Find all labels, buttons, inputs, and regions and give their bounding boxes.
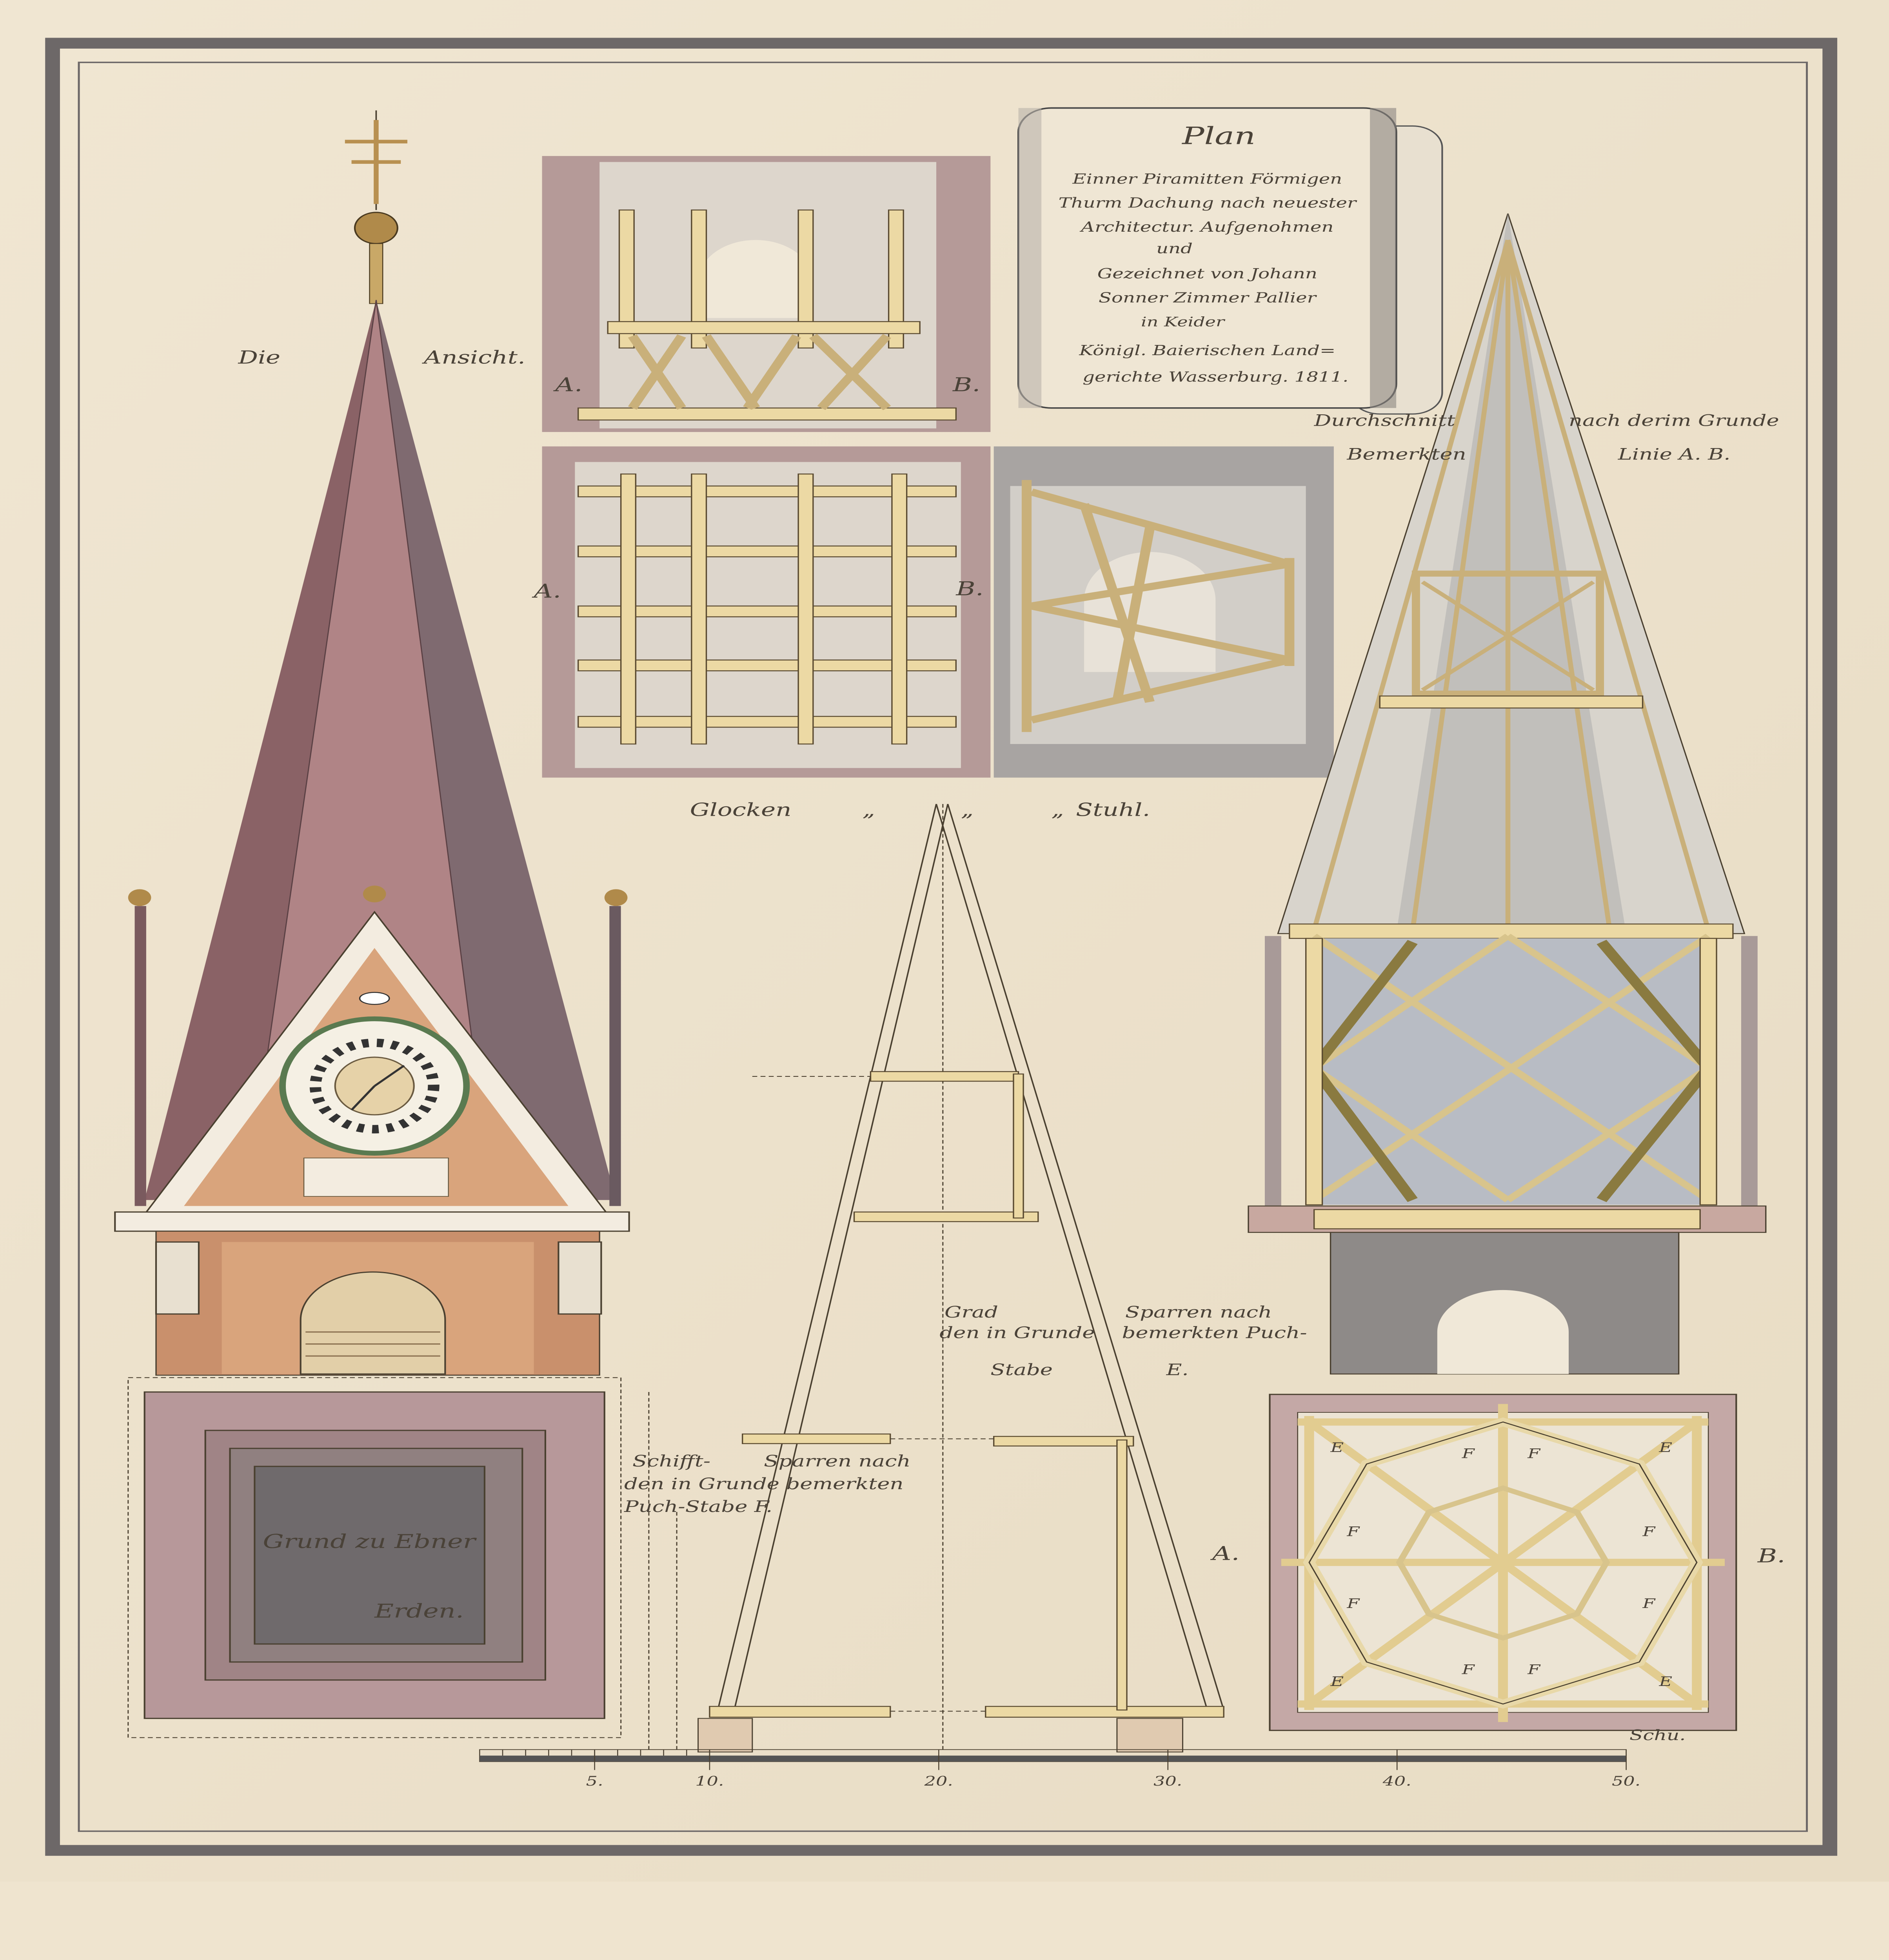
roof-framing-plan: F F F F F F F F E E E E — [1269, 1394, 1737, 1731]
ansicht-label-2: Ansicht. — [421, 347, 525, 368]
tower-section — [1248, 213, 1767, 1375]
cartouche-line: Architectur. Aufgenohmen — [1079, 219, 1334, 235]
letter-f: F — [1642, 1596, 1656, 1611]
rafter-section — [648, 804, 1225, 1753]
roof-face-center — [246, 300, 493, 1200]
bell-frame-plan — [542, 446, 991, 778]
letter-e: E — [1658, 1674, 1672, 1689]
scale-unit: Schu. — [1629, 1727, 1686, 1744]
cartouche-line: und — [1156, 240, 1193, 256]
label-a-mid: A. — [532, 580, 561, 602]
letter-f: F — [1462, 1662, 1475, 1677]
cross-icon — [345, 120, 408, 204]
clock-face — [279, 1016, 470, 1156]
orb-finial — [354, 212, 398, 244]
label-b-top: B. — [952, 374, 981, 396]
grad-label: Sparren nach — [1125, 1303, 1272, 1321]
durchschnitt-label: nach derim Grunde — [1569, 412, 1779, 430]
letter-e: E — [1330, 1440, 1344, 1455]
arch-opening — [1437, 1290, 1569, 1374]
ditto-mark: „ — [961, 799, 974, 820]
letter-f: F — [1527, 1662, 1541, 1677]
louvre-window — [300, 1271, 446, 1375]
ansicht-label-1: Die — [238, 347, 280, 368]
ditto-mark: „ — [863, 799, 875, 820]
cartouche-line: Thurm Dachung nach neuester — [1059, 195, 1358, 211]
ditto-mark: „ — [1051, 799, 1064, 820]
scale-tick-label: 5. — [586, 1773, 603, 1789]
schifft-label: den in Grunde bemerkten — [624, 1475, 903, 1493]
letter-f: F — [1346, 1596, 1360, 1611]
stuhl-label: Stuhl. — [1076, 799, 1150, 820]
durchschnitt-label: Durchschnitt — [1314, 412, 1456, 430]
label-a-plan: A. — [1210, 1543, 1239, 1565]
ground-plan: Grund zu Ebner Erden. — [127, 1377, 622, 1738]
schifft-label: Puch-Stabe F. — [624, 1498, 772, 1516]
label-a-top: A. — [553, 374, 582, 396]
durchschnitt-label: Bemerkten — [1346, 446, 1466, 464]
durchschnitt-label: Linie A. B. — [1618, 446, 1731, 464]
schifft-label: Sparren nach — [764, 1452, 910, 1470]
title-cartouche: Plan Einner Piramitten Förmigen Thurm Da… — [1017, 107, 1443, 415]
letter-f: F — [1346, 1524, 1360, 1539]
cartouche-line: Königl. Baierischen Land= — [1079, 343, 1335, 359]
scale-tick-label: 30. — [1153, 1773, 1182, 1789]
cartouche-line: Einner Piramitten Förmigen — [1072, 171, 1342, 187]
grad-label: Grad — [944, 1303, 998, 1321]
scale-tick-label: 40. — [1382, 1773, 1411, 1789]
grad-label: den in Grunde — [939, 1324, 1095, 1342]
tower-elevation — [114, 110, 630, 1376]
cartouche-line: Sonner Zimmer Pallier — [1099, 290, 1317, 306]
glocken-label: Glocken — [690, 799, 792, 820]
letter-e: E — [1330, 1674, 1344, 1689]
letter-e: E — [1658, 1440, 1672, 1455]
scale-bar: Schu. 5. 10. 20. 30. 40. 50. — [479, 1727, 1686, 1789]
label-b-plan: B. — [1757, 1545, 1785, 1567]
label-b-mid: B. — [955, 577, 984, 600]
ground-plan-label-2: Erden. — [374, 1600, 464, 1622]
cartouche-line: Gezeichnet von Johann — [1097, 266, 1317, 282]
border-frame — [45, 38, 1838, 1856]
letter-f: F — [1462, 1446, 1475, 1461]
letter-f: F — [1527, 1446, 1541, 1461]
cartouche-line: gerichte Wasserburg. 1811. — [1083, 369, 1348, 385]
grad-label: Stabe — [990, 1361, 1053, 1379]
bell-frame-side — [994, 446, 1334, 778]
grad-label: E. — [1166, 1361, 1188, 1379]
grad-label: bemerkten Puch- — [1122, 1324, 1307, 1342]
schifft-label: Schifft- — [632, 1452, 710, 1470]
cartouche-line: in Keider — [1141, 314, 1226, 330]
bell-frame-elevation — [542, 156, 991, 432]
roof-face-right — [376, 300, 616, 1200]
ground-plan-label-1: Grund zu Ebner — [263, 1530, 477, 1553]
scale-tick-label: 50. — [1612, 1773, 1640, 1789]
letter-f: F — [1642, 1524, 1656, 1539]
scale-tick-label: 20. — [924, 1773, 953, 1789]
scale-tick-label: 10. — [695, 1773, 724, 1789]
roof-face-left — [144, 300, 376, 1200]
cartouche-title: Plan — [1181, 122, 1255, 150]
eye-icon — [359, 992, 390, 1005]
architectural-drawing-sheet: Grund zu Ebner Erden. Die Ansicht. — [0, 0, 1889, 1882]
